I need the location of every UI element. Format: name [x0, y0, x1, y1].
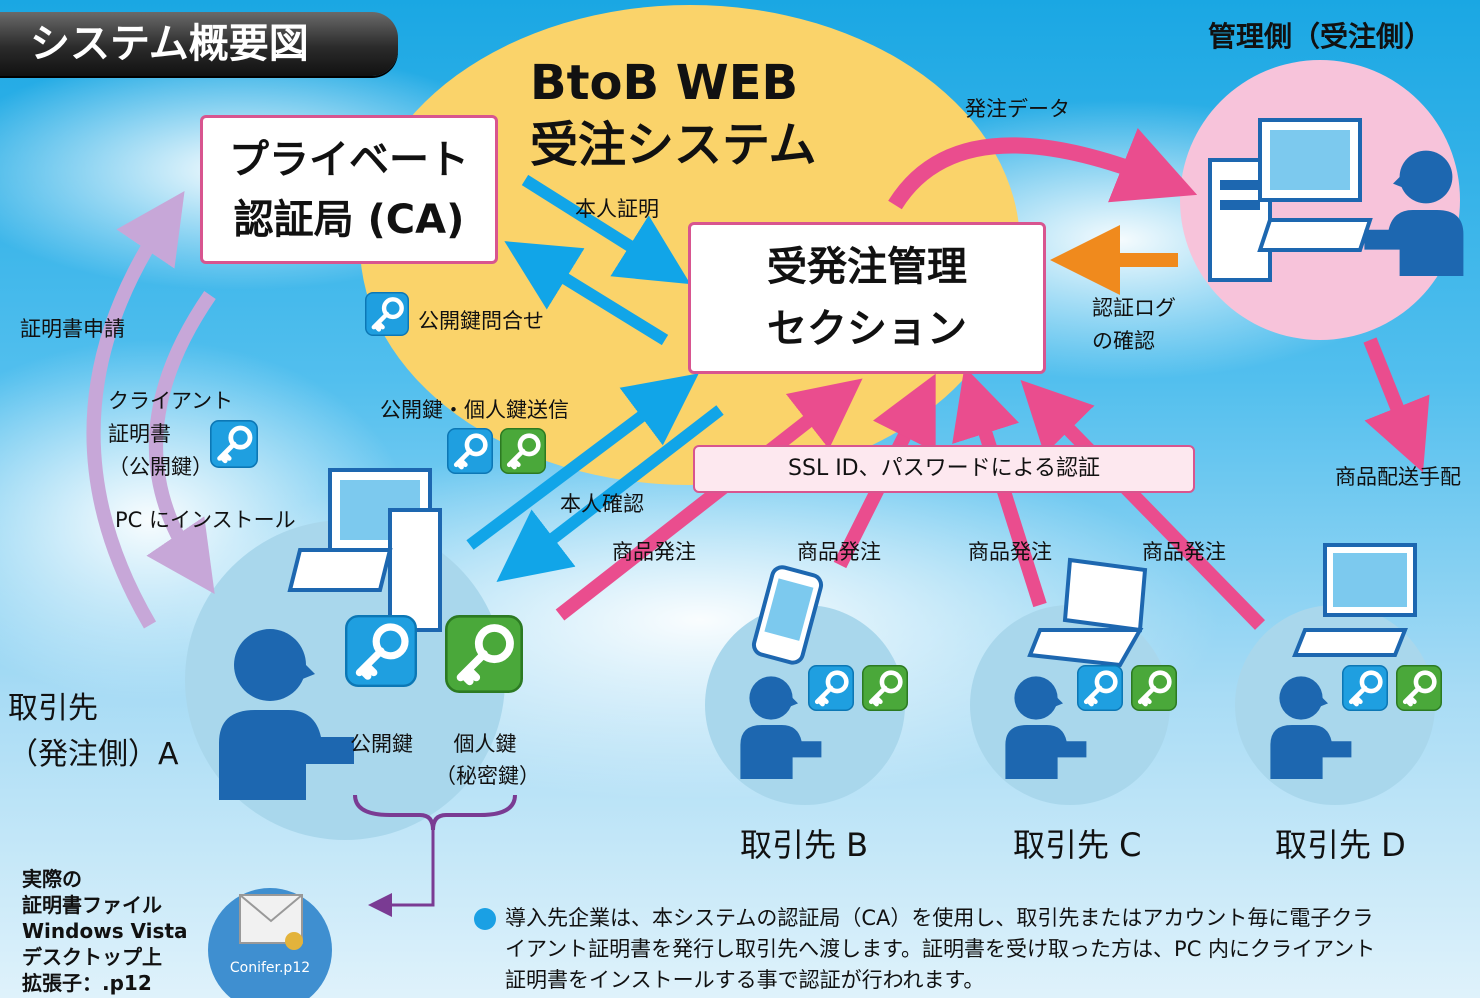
order-label-b: 商品発注 [797, 540, 881, 564]
cert-file-note-line4: デスクトップ上 [22, 945, 162, 969]
client-a-line1: 取引先 [8, 691, 98, 726]
client-a-line2: （発注側）A [8, 737, 179, 772]
private-key-icon-a [446, 616, 521, 691]
client-cert-line3: （公開鍵） [108, 455, 213, 479]
client-c-label: 取引先 C [1013, 826, 1142, 864]
cert-file-note-line5: 拡張子：.p12 [22, 971, 152, 995]
identity-confirm-label: 本人確認 [560, 492, 644, 516]
public-key-query-label: 公開鍵問合せ [418, 309, 544, 333]
management-box-line1: 受発注管理 [767, 244, 967, 290]
order-label-a: 商品発注 [612, 540, 696, 564]
client-a-pc-icon [287, 468, 442, 632]
cert-file-icon [239, 894, 303, 950]
description-line1: 導入先企業は、本システムの認証局（CA）を使用し、取引先またはアカウント毎に電子… [505, 906, 1374, 930]
private-key-line2: （秘密鍵） [435, 764, 540, 788]
private-key-line1: 個人鍵 [453, 732, 517, 756]
ca-box-line1: プライベート [229, 136, 469, 183]
public-key-query-icon [366, 293, 409, 336]
client-cert-label: クライアント 証明書 （公開鍵） [108, 385, 233, 484]
cert-file-note: 実際の 証明書ファイル Windows Vista デスクトップ上 拡張子：.p… [22, 866, 188, 996]
order-label-d: 商品発注 [1142, 540, 1226, 564]
ca-box: プライベート 認証局 (CA) [200, 115, 498, 264]
client-b-label: 取引先 B [740, 826, 869, 864]
public-key-label: 公開鍵 [350, 732, 413, 756]
cert-file-name: Conifer.p12 [229, 960, 311, 976]
web-system-title: BtoB WEB 受注システム [530, 52, 817, 176]
auth-log-label: 認証ログ の確認 [1092, 292, 1176, 358]
cert-file-note-line3: Windows Vista [22, 919, 188, 943]
management-box: 受発注管理 セクション [688, 222, 1046, 374]
admin-pc-icon [1208, 118, 1373, 282]
keys-send-priv-icon [501, 429, 545, 473]
page-title: システム概要図 [0, 12, 398, 76]
keys-send-label: 公開鍵・個人鍵送信 [380, 398, 569, 422]
monitor-icon [1292, 543, 1417, 657]
client-cert-line2: 証明書 [108, 422, 171, 446]
web-system-title-line2: 受注システム [530, 117, 817, 173]
client-a-label: 取引先 （発注側）A [8, 686, 179, 778]
admin-side-label: 管理側（受注側） [1208, 20, 1433, 53]
cert-request-label: 証明書申請 [20, 317, 125, 341]
identity-proof-label: 本人証明 [575, 197, 659, 221]
auth-log-line2: の確認 [1092, 329, 1155, 353]
delivery-label: 商品配送手配 [1335, 465, 1461, 489]
install-label: PC にインストール [115, 508, 296, 532]
client-cert-line1: クライアント [108, 389, 234, 413]
smartphone-icon [751, 565, 824, 665]
order-label-c: 商品発注 [968, 540, 1052, 564]
cert-file-note-line1: 実際の [22, 867, 82, 891]
ca-box-line2: 認証局 (CA) [233, 196, 465, 243]
auth-log-line1: 認証ログ [1092, 296, 1176, 320]
public-key-icon-a [346, 616, 416, 686]
web-system-title-line1: BtoB WEB [530, 55, 799, 111]
private-key-label: 個人鍵 （秘密鍵） [435, 728, 540, 792]
description-line3: 証明書をインストールする事で認証が行われます。 [505, 968, 985, 992]
order-data-label: 発注データ [965, 97, 1070, 121]
description-line2: イアント証明書を発行し取引先へ渡します。証明書を受け取った方は、PC 内にクライ… [505, 937, 1376, 961]
laptop-icon [1027, 557, 1148, 668]
management-box-line2: セクション [767, 306, 967, 352]
description-bullet [474, 908, 496, 930]
client-d-label: 取引先 D [1275, 826, 1406, 864]
cert-file-note-line2: 証明書ファイル [22, 893, 162, 917]
description: 導入先企業は、本システムの認証局（CA）を使用し、取引先またはアカウント毎に電子… [505, 903, 1375, 996]
keys-send-pub-icon [448, 429, 492, 473]
ssl-auth-box: SSL ID、パスワードによる認証 [693, 445, 1195, 493]
